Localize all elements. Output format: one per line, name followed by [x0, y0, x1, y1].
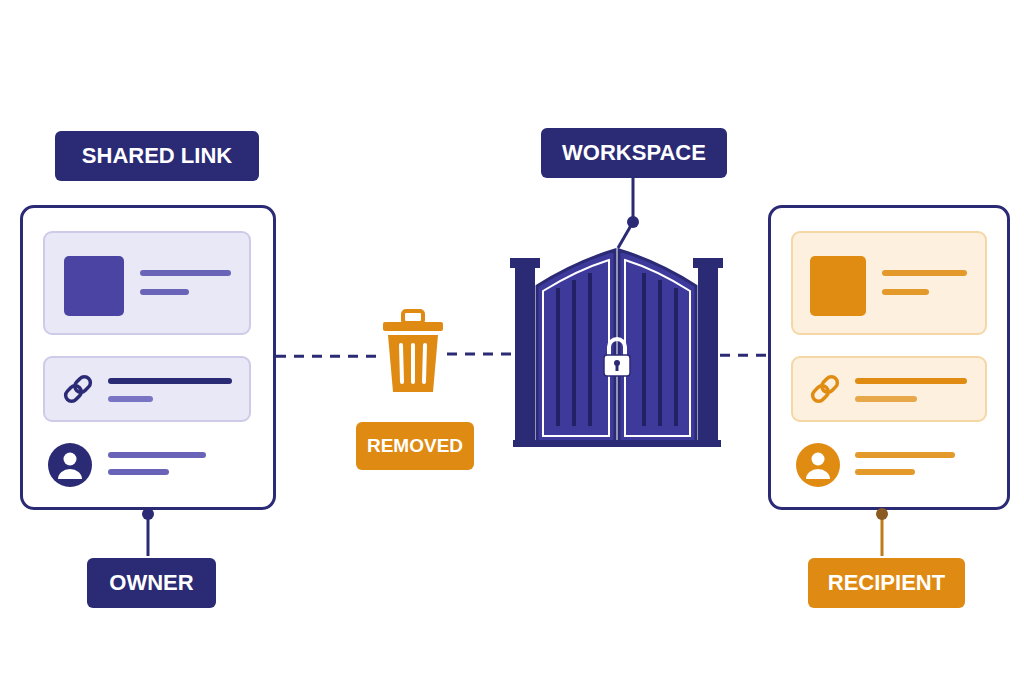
- leader-line: [881, 513, 884, 556]
- avatar-body: [58, 469, 82, 479]
- gate-post-cap: [693, 258, 723, 268]
- trash-stripe: [424, 345, 425, 382]
- gate-post: [515, 264, 535, 446]
- text-bar: [858, 469, 912, 475]
- trash-handle: [403, 311, 423, 323]
- trash-lid: [383, 322, 443, 331]
- trash-body: [388, 335, 438, 392]
- avatar-body: [806, 469, 830, 479]
- avatar-head: [812, 453, 825, 466]
- text-bar: [858, 452, 952, 458]
- leader-line: [618, 222, 633, 248]
- role-pill: OWNER: [87, 558, 216, 608]
- gate-door: [619, 250, 696, 442]
- gate-slat: [572, 280, 576, 426]
- content-row: [792, 357, 986, 421]
- avatar-circle: [48, 443, 92, 487]
- gate-post-cap: [510, 258, 540, 268]
- link-ring: [63, 383, 84, 404]
- dashed-connector: [720, 354, 768, 357]
- thumbnail-square: [64, 256, 124, 316]
- leader-dot: [876, 508, 888, 520]
- gate-slat: [658, 280, 662, 426]
- text-bar: [143, 270, 228, 276]
- link-icon: [810, 374, 840, 404]
- text-bar: [143, 289, 186, 295]
- role-pill: RECIPIENT: [808, 558, 965, 608]
- gate-slat: [642, 273, 646, 426]
- lock-body: [604, 355, 630, 376]
- gate-slat: [674, 288, 678, 426]
- gate-node: WORKSPACE: [515, 258, 720, 448]
- gate-slat: [556, 288, 560, 426]
- gate-slat: [588, 273, 592, 426]
- gate-slats: [558, 273, 676, 426]
- content-row: [44, 232, 250, 334]
- text-bar: [111, 452, 203, 458]
- text-bar: [885, 270, 964, 276]
- content-row: [44, 357, 250, 421]
- leader-line: [147, 513, 150, 556]
- avatar-circle: [796, 443, 840, 487]
- text-bar: [111, 396, 150, 402]
- link-icon: [63, 374, 93, 404]
- leader-dot: [142, 508, 154, 520]
- lock-keyhole: [614, 360, 620, 366]
- leader-dot: [627, 216, 639, 228]
- trash-node: REMOVED: [383, 316, 447, 394]
- text-bar: [885, 289, 926, 295]
- recipient-card: RECIPIENT: [768, 205, 1010, 510]
- text-bar: [111, 378, 229, 384]
- text-bar: [858, 378, 964, 384]
- status-pill: REMOVED: [356, 422, 474, 470]
- link-ring: [819, 374, 840, 395]
- gate-door-trim: [625, 260, 690, 436]
- link-ring: [810, 383, 831, 404]
- lock-shackle: [609, 339, 625, 356]
- avatar-head: [64, 453, 77, 466]
- heading-pill: WORKSPACE: [541, 128, 727, 178]
- lock-keyhole: [616, 364, 619, 371]
- gate-door: [537, 250, 615, 442]
- thumbnail-square: [810, 256, 866, 316]
- trash-stripe: [401, 345, 402, 382]
- text-bar: [858, 396, 914, 402]
- dashed-connector: [447, 353, 515, 356]
- owner-card: SHARED LINKOWNER: [20, 205, 276, 510]
- text-bar: [111, 469, 166, 475]
- gate-base: [513, 440, 721, 447]
- heading-pill: SHARED LINK: [55, 131, 259, 181]
- dashed-connector: [276, 355, 383, 358]
- gate-post: [698, 264, 718, 446]
- gate-door-trim: [543, 260, 609, 436]
- leader-line: [632, 178, 635, 221]
- trash-stripe: [411, 345, 415, 382]
- content-row: [792, 232, 986, 334]
- link-ring: [72, 374, 93, 395]
